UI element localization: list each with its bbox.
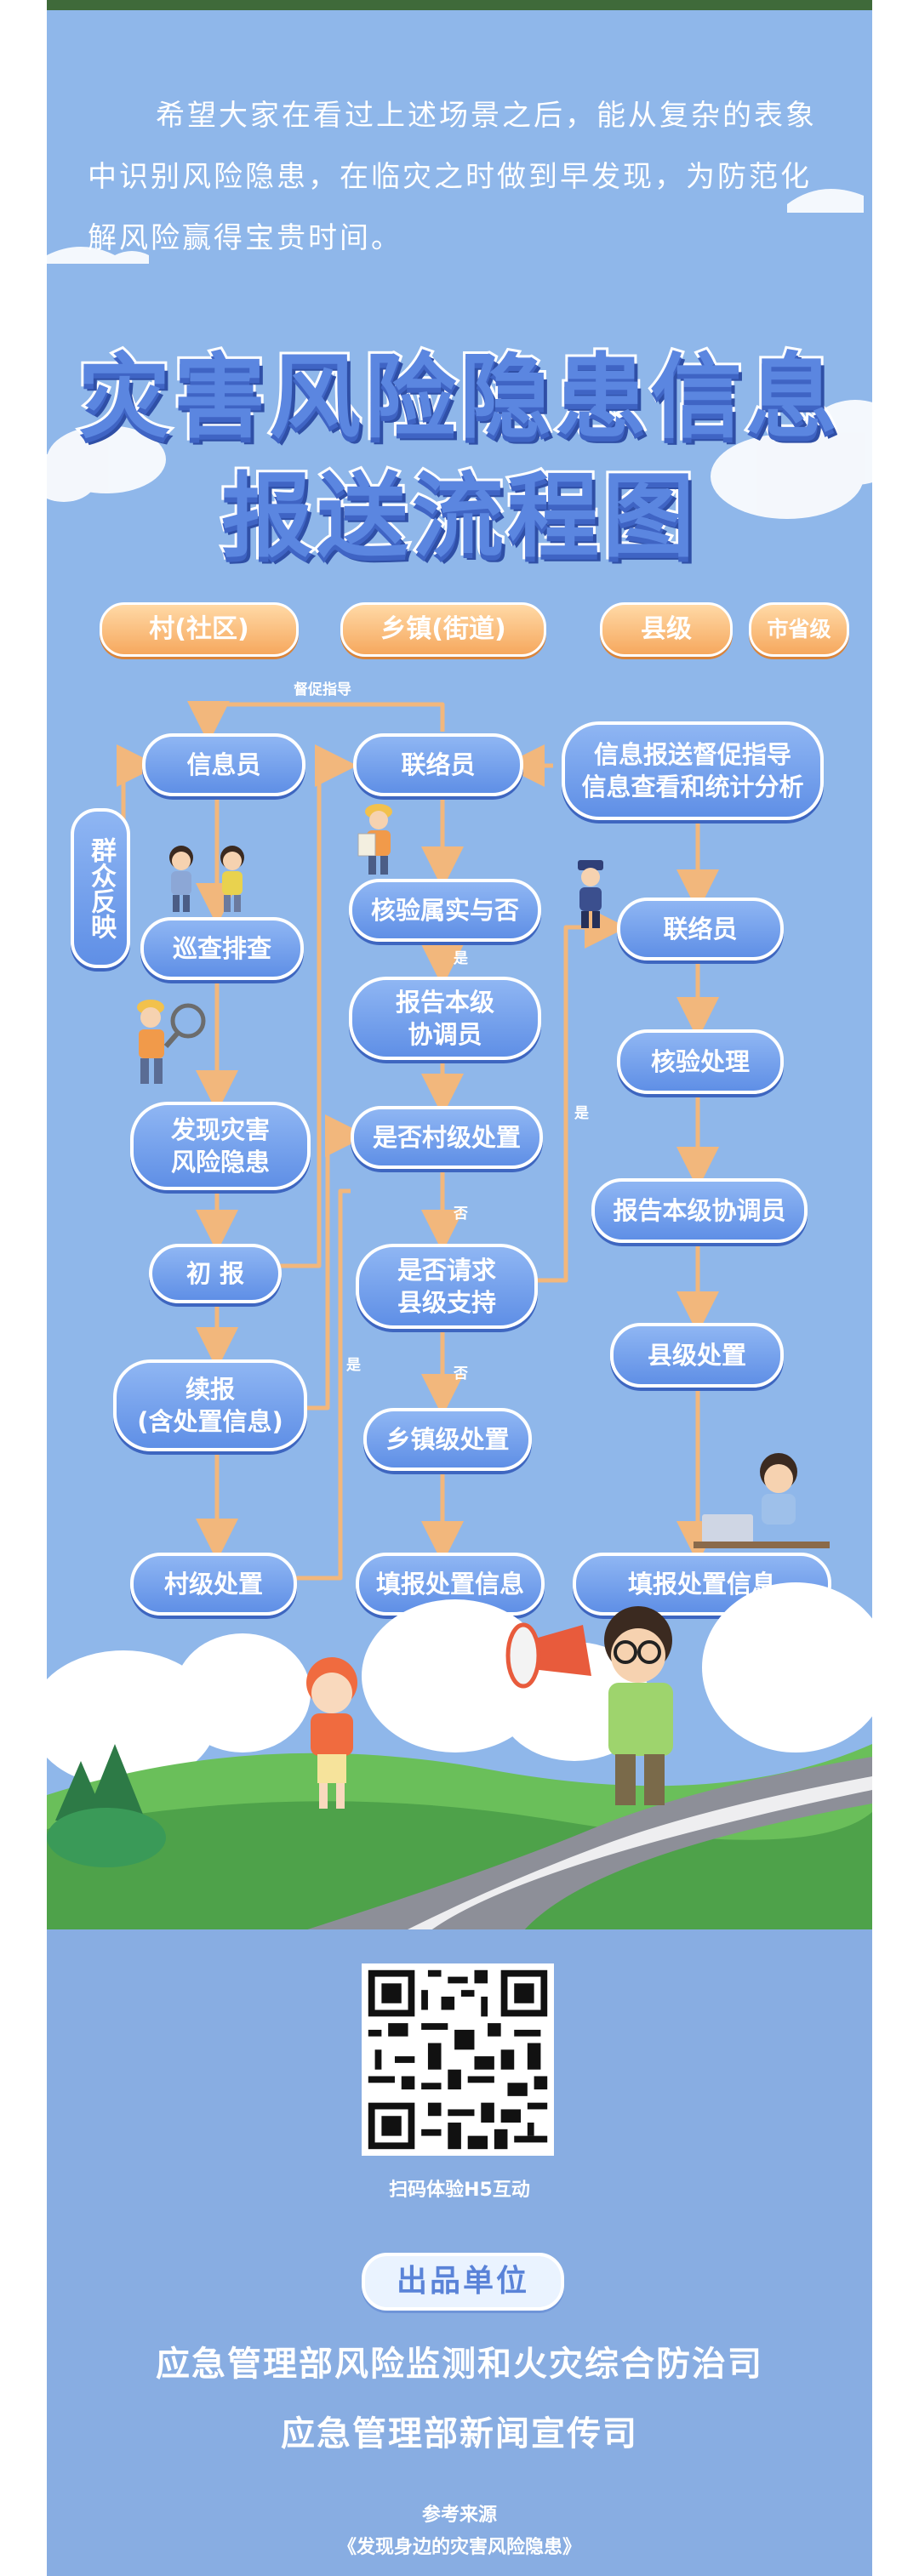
node-liaison-town: 联络员 [353,733,523,796]
qr-code[interactable] [362,1963,554,2156]
node-village-handle: 村级处置 [130,1553,297,1616]
node-report-coordinator: 报告本级 协调员 [349,977,541,1060]
liaison-worker-illustration [357,804,392,875]
poster-title-line2: 报送流程图 [219,461,698,573]
node-follow-report: 续报 (含处置信息) [113,1359,307,1451]
level-county: 县级 [600,602,733,657]
patrol-figures-illustration [169,846,244,912]
node-initial-report: 初 报 [149,1244,282,1303]
poster-title-line1: 灾害风险隐患信息 [76,342,841,453]
girl-character [306,1657,357,1809]
scan-caption: 扫码体验H5互动 [389,2180,530,2201]
edge-label-yes-village: 是 [346,1357,361,1374]
sky-clouds [47,189,872,519]
level-village: 村(社区) [100,602,299,657]
level-town: 乡镇(街道) [340,602,546,657]
bottom-scene-illustration [47,1582,872,1931]
node-info-officer: 信息员 [142,733,305,796]
org-line1: 应急管理部风险监测和火灾综合防治司 [156,2345,763,2384]
node-report-county-coordinator: 报告本级协调员 [591,1178,808,1243]
node-verify-truth: 核验属实与否 [349,879,541,942]
edge-label-no-request: 否 [454,1365,468,1382]
node-discover-hazard: 发现灾害 风险隐患 [130,1102,311,1190]
org-line2: 应急管理部新闻宣传司 [281,2414,638,2453]
edge-label-supervise: 督促指导 [294,681,351,698]
desk-worker-illustration [694,1453,830,1548]
level-city: 市省级 [749,602,849,657]
source-label: 参考来源 [421,2505,497,2526]
node-town-handle: 乡镇级处置 [363,1408,532,1471]
node-liaison-county: 联络员 [617,898,784,960]
producer-badge: 出品单位 [362,2253,564,2311]
top-strip [47,0,872,10]
police-officer-illustration [578,860,603,928]
poster: 希望大家在看过上述场景之后，能从复杂的表象中识别风险隐患，在临灾之时做到早发现，… [47,0,872,2576]
inspector-with-magnifier-illustration [137,1000,206,1084]
node-verify-handle: 核验处理 [617,1029,784,1094]
source-title: 《发现身边的灾害风险隐患》 [337,2537,581,2558]
edge-label-yes-town: 是 [454,950,468,967]
node-patrol: 巡查排查 [140,917,304,980]
node-request-county-support: 是否请求 县级支持 [356,1244,538,1329]
node-village-handle-question: 是否村级处置 [351,1106,543,1169]
intro-paragraph: 希望大家在看过上述场景之后，能从复杂的表象中识别风险隐患，在临灾之时做到早发现，… [88,99,817,255]
node-supervision: 信息报送督促指导 信息查看和统计分析 [562,721,824,820]
node-county-handle: 县级处置 [610,1323,784,1388]
node-masses-report: 群众反映 [71,808,130,968]
qr-code-pattern [362,1963,554,2156]
man-with-megaphone-character [505,1606,673,1805]
edge-label-no-town: 否 [454,1205,468,1222]
edge-label-yes-county: 是 [574,1105,589,1122]
